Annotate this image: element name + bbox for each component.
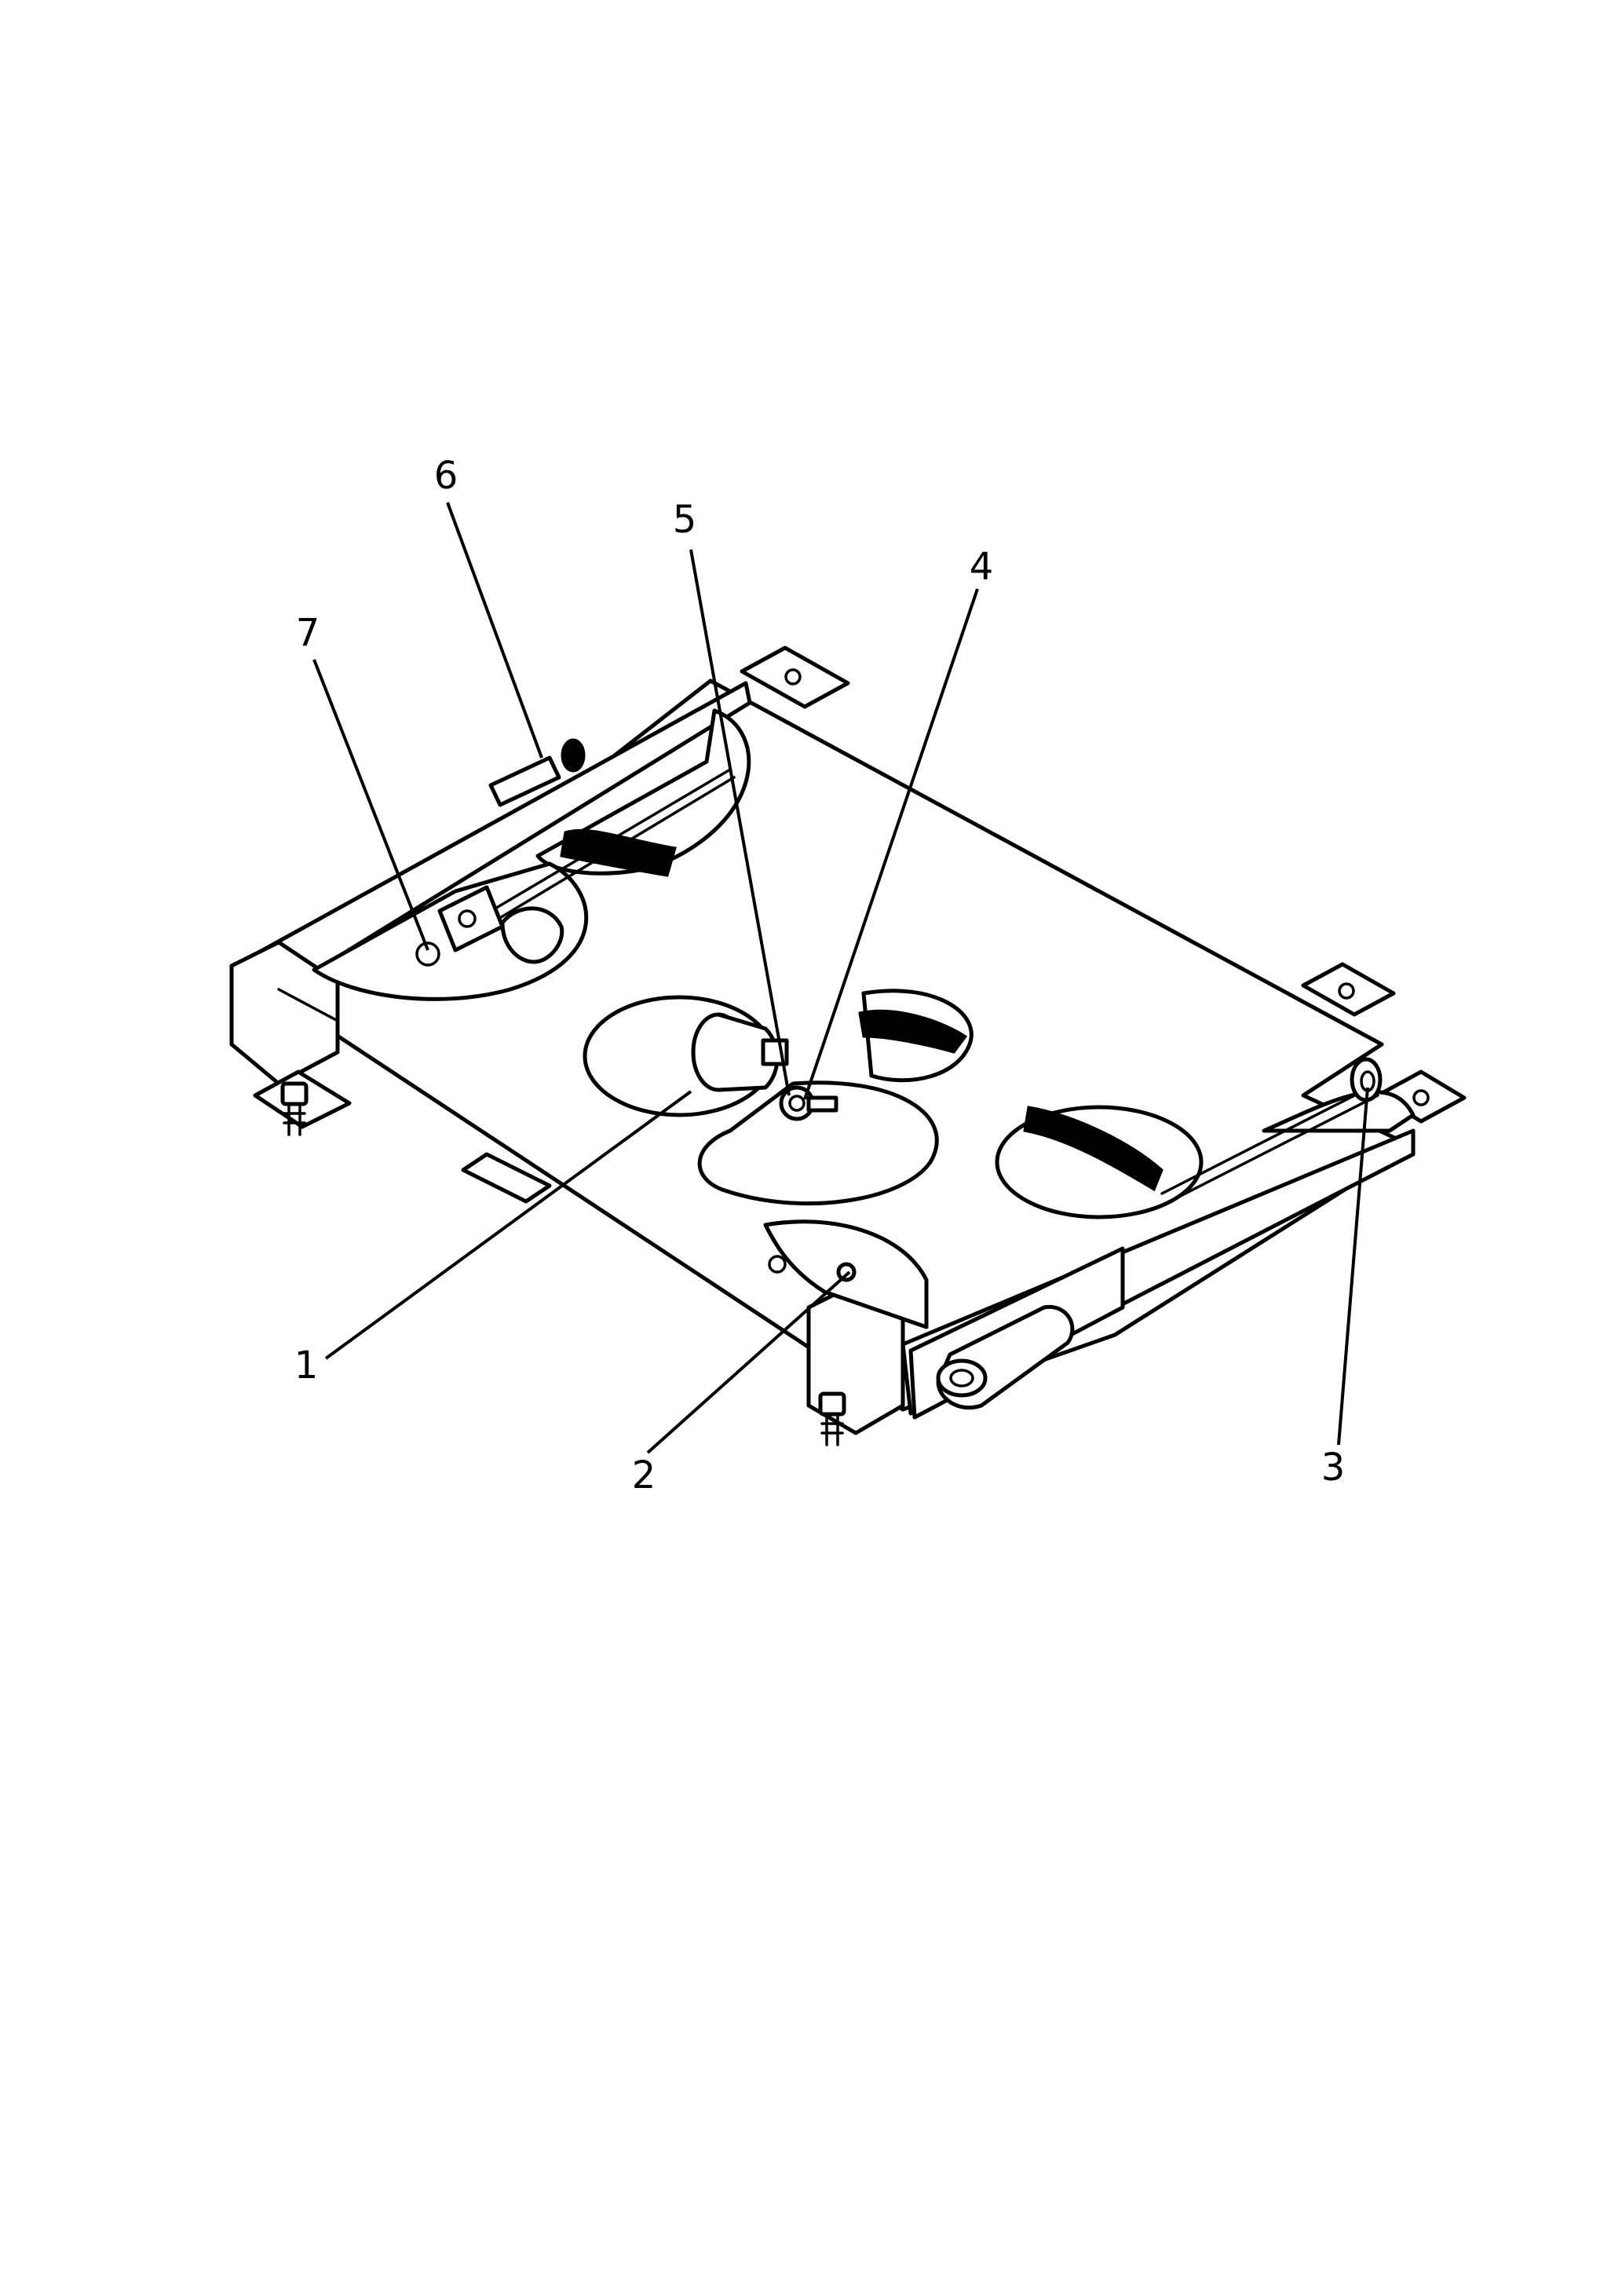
- leader-3: [1337, 1087, 1369, 1446]
- cover-plates: [312, 708, 1416, 1329]
- callout-6: 6: [434, 454, 458, 498]
- leader-2: [646, 1270, 851, 1454]
- callout-3: 3: [1321, 1446, 1346, 1490]
- callout-1: 1: [294, 1344, 319, 1387]
- handle: [936, 1305, 1075, 1410]
- callout-7: 7: [296, 611, 320, 655]
- base-plate: [229, 678, 1416, 1435]
- part-1-roller: [691, 1012, 789, 1092]
- leader-1: [324, 1090, 692, 1360]
- part-2-screw: [836, 1262, 857, 1282]
- leader-4: [803, 588, 979, 1100]
- callout-2: 2: [632, 1453, 656, 1497]
- leader-7: [312, 659, 429, 951]
- feet: [280, 1081, 846, 1446]
- part-6-pin: [488, 738, 586, 807]
- shafts: [450, 768, 1379, 1203]
- part-7-clip: [415, 885, 564, 967]
- leader-6: [446, 502, 543, 759]
- leader-lines: [312, 502, 1369, 1454]
- callout-labels: 1 2 3 4 5 6 7: [294, 454, 1346, 1497]
- callout-5: 5: [673, 498, 697, 542]
- springs: [560, 828, 1164, 1192]
- leader-5: [689, 549, 791, 1096]
- callout-4: 4: [970, 545, 994, 589]
